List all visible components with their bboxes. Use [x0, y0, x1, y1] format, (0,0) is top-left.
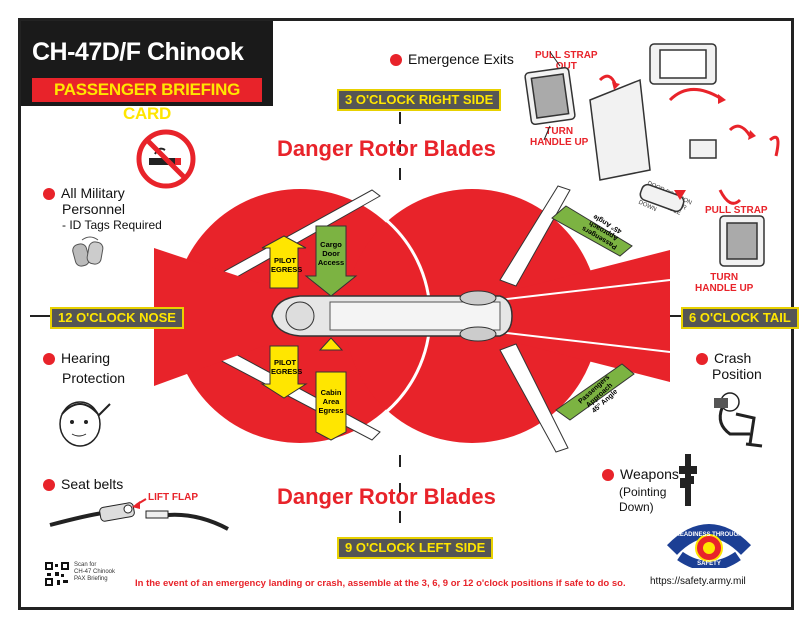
- emergence-exits-item: Emergence Exits: [390, 51, 514, 68]
- hearing-protection-item: Hearing: [43, 350, 110, 367]
- card-title: CH-47D/F Chinook: [32, 38, 244, 66]
- army-safety-seal: READINESS THROUGH SAFETY: [666, 524, 752, 568]
- weapons-item: Weapons: [602, 466, 679, 483]
- danger-rotor-bottom: Danger Rotor Blades: [277, 484, 496, 509]
- crash-position-icon: [714, 392, 763, 448]
- exit-panel: [589, 78, 651, 181]
- hearing-protection-icon: [59, 401, 111, 447]
- qr-code-icon[interactable]: [45, 562, 69, 586]
- pilot-egress-bottom-arrow: [260, 345, 308, 399]
- safety-url-link[interactable]: https://safety.army.mil: [650, 576, 746, 587]
- card-subtitle: PASSENGER BRIEFING CARD: [32, 78, 262, 123]
- seal-top-text: READINESS THROUGH: [675, 532, 742, 538]
- rotor-blade: [499, 343, 569, 453]
- military-personnel-item: All Military: [43, 185, 125, 202]
- danger-rotor-top: Danger Rotor Blades: [277, 136, 496, 161]
- cargo-door-arrow: [304, 225, 358, 297]
- approach-top-arrow: [551, 205, 633, 257]
- personnel-label: Personnel: [62, 201, 126, 217]
- emergency-exit-diagram: [524, 43, 780, 267]
- seat-belts-item: Seat belts: [43, 476, 123, 493]
- cabin-egress-arrow: [315, 371, 347, 441]
- bullet-icon: [43, 353, 55, 366]
- nose-danger-wedge: [154, 248, 280, 386]
- seal-bottom-text: SAFETY: [697, 561, 721, 567]
- tail-danger-wedge: [490, 250, 670, 382]
- pointing-label-2: Down): [619, 500, 654, 514]
- clock-6-tail: 6 O'CLOCK TAIL: [681, 307, 799, 329]
- rotor-blade: [499, 185, 571, 287]
- crash-position-label: Position: [712, 366, 762, 382]
- assembly-notice: In the event of an emergency landing or …: [135, 578, 626, 589]
- clock-12-nose: 12 O'CLOCK NOSE: [50, 307, 184, 329]
- pilot-egress-top-arrow: [261, 235, 307, 289]
- lift-flap-label: LIFT FLAP: [148, 492, 198, 503]
- helicopter-fuselage: [271, 290, 513, 342]
- no-smoking-icon: [136, 129, 196, 189]
- rifle-icon: [679, 454, 697, 506]
- pointing-label-1: (Pointing: [619, 485, 667, 499]
- egress-arrows: [260, 205, 635, 441]
- crash-position-item: Crash: [696, 350, 751, 367]
- approach-bottom-arrow: [555, 363, 635, 421]
- latch: [689, 139, 717, 159]
- id-tags-label: - ID Tags Required: [62, 218, 162, 232]
- door-handle: [639, 183, 685, 213]
- bullet-icon: [43, 188, 55, 201]
- id-tags-icon: [72, 236, 104, 267]
- bullet-icon: [602, 469, 614, 482]
- bullet-icon: [390, 54, 402, 67]
- bullet-icon: [43, 479, 55, 492]
- seat-belt-icon: [49, 498, 229, 531]
- hearing-label: Protection: [62, 370, 126, 386]
- clock-3-right-side: 3 O'CLOCK RIGHT SIDE: [337, 89, 502, 111]
- bullet-icon: [696, 353, 708, 366]
- clock-9-left-side: 9 O'CLOCK LEFT SIDE: [337, 537, 494, 559]
